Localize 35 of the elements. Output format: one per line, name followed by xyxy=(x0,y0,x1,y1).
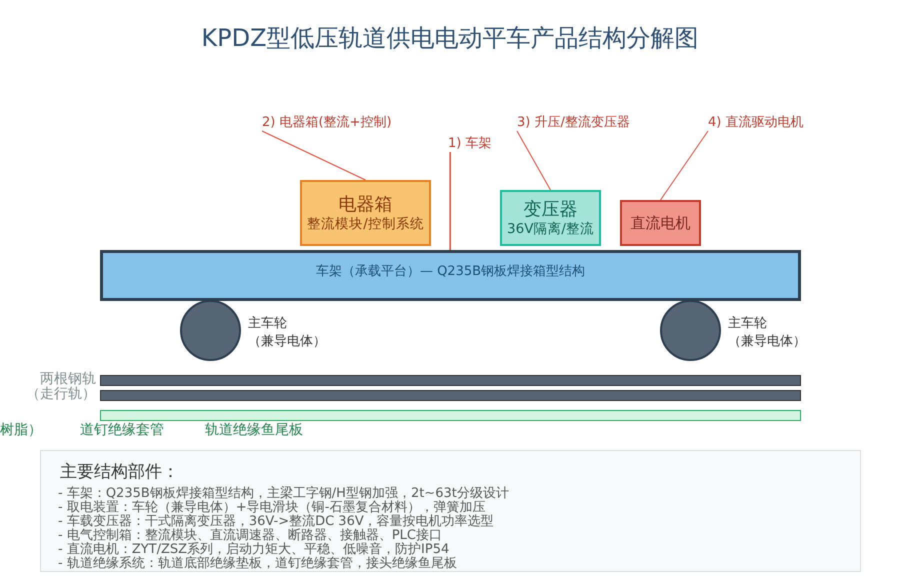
list-item: - 轨道绝缘系统：轨道底部绝缘垫板，道钉绝缘套管，接头绝缘鱼尾板 xyxy=(58,557,457,571)
wheel-caption: 主车轮 xyxy=(248,315,287,332)
callout-label: 3) 升压/整流变压器 xyxy=(517,113,630,131)
box-title: 变压器 xyxy=(524,198,578,220)
leader-line xyxy=(262,130,366,180)
box-title: 电器箱 xyxy=(338,194,392,216)
leader-line xyxy=(449,152,451,250)
part-label: 两根钢轨（走行轨） xyxy=(25,372,96,402)
wheel-caption: 主车轮 xyxy=(728,315,767,332)
callout-label: 1) 车架 xyxy=(448,134,492,152)
diagram-title: KPDZ型低压轨道供电电动平车产品结构分解图 xyxy=(200,23,700,54)
list-item: - 车载变压器：干式隔离变压器，36V->整流DC 36V，容量按电机功率选型 xyxy=(58,515,494,529)
component-box xyxy=(500,190,601,246)
list-item: - 电气控制箱：整流模块、直流调速器、断路器、接触器、PLC接口 xyxy=(58,529,442,543)
list-item: - 车架：Q235B钢板焊接箱型结构，主梁工字钢/H型钢加强，2t~63t分级设计 xyxy=(58,487,509,501)
part-label: 树脂） xyxy=(0,423,42,438)
callout-label: 2) 电器箱(整流+控制) xyxy=(262,113,392,131)
frame-platform xyxy=(100,250,801,301)
panel-heading: 主要结构部件： xyxy=(60,461,179,483)
leader-line xyxy=(516,130,551,190)
box-label: 直流电机 xyxy=(630,214,690,232)
list-item: - 取电装置：车轮（兼导电体）+导电滑块（铜-石墨复合材料），弹簧加压 xyxy=(58,501,486,515)
component-box xyxy=(620,200,701,246)
component-box xyxy=(300,180,431,246)
part-label: 道钉绝缘套管 xyxy=(80,423,164,438)
wheel-caption: （兼导电体） xyxy=(728,333,806,350)
callout-label: 4) 直流驱动电机 xyxy=(708,113,804,131)
box-subtitle: 整流模块/控制系统 xyxy=(307,216,424,232)
info-panel xyxy=(40,450,861,572)
part-label: 轨道绝缘鱼尾板 xyxy=(205,423,303,438)
leader-line xyxy=(660,130,708,200)
box-subtitle: 36V隔离/整流 xyxy=(507,220,594,238)
frame-caption: 车架（承载平台）— Q235B钢板焊接箱型结构 xyxy=(316,263,586,280)
list-item: - 直流电机：ZYT/ZSZ系列，启动力矩大、平稳、低噪音，防护IP54 xyxy=(58,543,450,557)
wheel-caption: （兼导电体） xyxy=(248,333,326,350)
